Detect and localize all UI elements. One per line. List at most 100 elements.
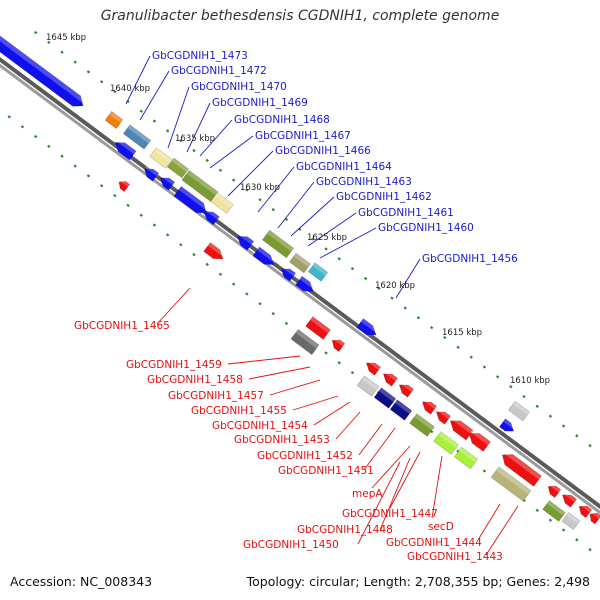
leader-line <box>257 166 295 213</box>
gene-label-1472[interactable]: GbCGDNIH1_1472 <box>171 65 267 77</box>
gene-1458-box-shade <box>295 329 320 349</box>
gene-small-red <box>118 178 131 193</box>
gene-1442-box <box>542 500 566 522</box>
gene-1456-arrow <box>295 275 317 292</box>
gene-1443d-arrow-shape <box>578 505 593 519</box>
forward-gene-labels: GbCGDNIH1_1473 GbCGDNIH1_1472 GbCGDNIH1_… <box>152 50 518 265</box>
gene-label-1466[interactable]: GbCGDNIH1_1466 <box>275 145 371 157</box>
gene-fwd-1615-arrow <box>356 318 380 336</box>
leader-line <box>319 227 377 259</box>
gene-label-1450[interactable]: GbCGDNIH1_1450 <box>243 539 339 551</box>
tick-label-1640: 1640 kbp <box>110 84 150 94</box>
tick-outer <box>350 266 355 271</box>
gene-label-1465[interactable]: GbCGDNIH1_1465 <box>74 320 170 332</box>
gene-1460-arrow <box>252 246 278 265</box>
gene-mepA-arrow-shape <box>421 401 438 415</box>
gene-1441-box-shape <box>561 511 581 531</box>
gene-label-1458[interactable]: GbCGDNIH1_1458 <box>147 374 243 386</box>
tick-outer <box>99 80 104 84</box>
gene-label-1461[interactable]: GbCGDNIH1_1461 <box>358 207 454 219</box>
gene-1452-box <box>373 387 397 409</box>
gene-1440-arrow <box>589 510 600 525</box>
leader-line <box>395 258 421 299</box>
gene-label-secD[interactable]: secD <box>428 521 454 533</box>
tick-outer <box>113 89 117 94</box>
gene-label-1444[interactable]: GbCGDNIH1_1444 <box>386 537 482 549</box>
leader-line <box>485 505 519 556</box>
leader-line <box>139 70 170 121</box>
gene-label-1459[interactable]: GbCGDNIH1_1459 <box>126 359 222 371</box>
gene-fwd-1610-box-shade <box>512 401 530 416</box>
gene-1460-arrow-shade <box>257 247 278 264</box>
gene-1459-box-shape <box>305 316 331 340</box>
gene-1459-box <box>305 316 331 340</box>
tick-inner <box>192 252 196 257</box>
gene-1459-box-shade <box>310 316 331 334</box>
gene-1467-box <box>167 157 189 179</box>
gene-label-1454[interactable]: GbCGDNIH1_1454 <box>212 420 308 432</box>
gene-label-1468[interactable]: GbCGDNIH1_1468 <box>234 114 330 126</box>
gene-label-1460[interactable]: GbCGDNIH1_1460 <box>378 222 474 234</box>
gene-label-1467[interactable]: GbCGDNIH1_1467 <box>255 130 351 142</box>
gene-label-1451[interactable]: GbCGDNIH1_1451 <box>278 465 374 477</box>
tick-outer <box>47 40 51 45</box>
gene-label-1457[interactable]: GbCGDNIH1_1457 <box>168 390 264 402</box>
gene-1468-box-shape <box>149 147 173 169</box>
gene-label-1463[interactable]: GbCGDNIH1_1463 <box>316 176 412 188</box>
gene-1452-box-shape <box>373 387 397 409</box>
leader-line <box>307 212 357 247</box>
tick-outer <box>218 168 223 172</box>
gene-label-1456[interactable]: GbCGDNIH1_1456 <box>422 253 518 265</box>
gene-label-1447[interactable]: GbCGDNIH1_1447 <box>342 508 438 520</box>
gene-1457-arrow-shape <box>365 362 382 376</box>
gene-1469-arrow <box>114 138 137 161</box>
gene-fwd-1610-box-shape <box>508 400 530 422</box>
tick-inner <box>60 154 64 158</box>
tick-outer <box>469 355 473 359</box>
tick-inner <box>231 282 236 286</box>
gene-label-1473[interactable]: GbCGDNIH1_1473 <box>152 50 248 62</box>
gene-1457-arrow <box>365 358 382 376</box>
gene-1453-box <box>356 375 380 397</box>
gene-1472-box-shade <box>109 111 123 123</box>
gene-1461-box-shade <box>267 230 294 252</box>
gene-label-1464[interactable]: GbCGDNIH1_1464 <box>296 161 392 173</box>
gene-small-red-shade <box>119 178 130 187</box>
leader-line <box>167 86 190 149</box>
tick-inner <box>337 361 341 365</box>
tick-outer <box>60 50 64 54</box>
gene-label-1470[interactable]: GbCGDNIH1_1470 <box>191 81 287 93</box>
gene-1441-box-shade <box>566 512 580 524</box>
gene-small-red-shape <box>118 181 131 193</box>
gene-1465-arrow-shade <box>207 242 227 258</box>
tick-label-1635: 1635 kbp <box>175 134 215 144</box>
gene-1472-box <box>104 110 124 130</box>
tick-outer <box>284 217 289 222</box>
gene-1470-box-shape <box>122 124 152 150</box>
gene-label-1448[interactable]: GbCGDNIH1_1448 <box>297 524 393 536</box>
tick-inner <box>179 243 183 247</box>
gene-1447-arrow <box>435 407 452 425</box>
gene-label-1462[interactable]: GbCGDNIH1_1462 <box>336 191 432 203</box>
gene-1443-box-shape <box>490 466 532 502</box>
gene-1473-arrow-shade <box>0 28 87 105</box>
gene-1462b-arrow-shape <box>203 210 220 226</box>
gene-label-1452[interactable]: GbCGDNIH1_1452 <box>257 450 353 462</box>
gene-1454-arrow <box>398 380 415 398</box>
leader-line <box>358 423 383 456</box>
gene-1442-box-shade <box>546 500 566 516</box>
gene-label-1469[interactable]: GbCGDNIH1_1469 <box>212 97 308 109</box>
gene-1450-arrow <box>468 428 491 452</box>
tick-inner <box>99 184 104 188</box>
backbone-line-inner <box>0 63 600 515</box>
gene-label-1453[interactable]: GbCGDNIH1_1453 <box>234 434 330 446</box>
gene-1449-box-shape <box>409 413 435 437</box>
gene-label-1443[interactable]: GbCGDNIH1_1443 <box>407 551 503 563</box>
gene-1443c-arrow-shade <box>563 490 577 502</box>
tick-outer <box>73 60 77 64</box>
gene-label-1455[interactable]: GbCGDNIH1_1455 <box>191 405 287 417</box>
tick-outer <box>429 325 434 330</box>
tick-outer <box>205 158 209 163</box>
leader-line <box>199 119 233 157</box>
gene-label-mepA[interactable]: mepA <box>352 488 383 500</box>
